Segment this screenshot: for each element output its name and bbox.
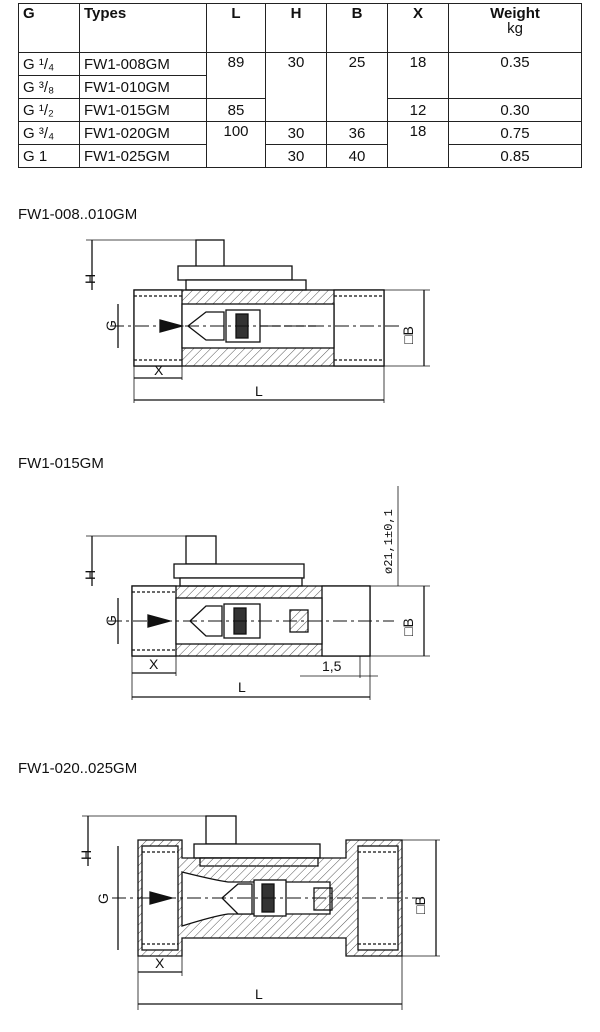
cell-x: 12 [387, 98, 449, 122]
cell-b: 40 [326, 144, 388, 168]
drawing-fw1-015gm: H G X L 1,5 □B ø21,1±0,1 [82, 486, 430, 700]
cell-b: 25 [326, 52, 388, 122]
drawing-fw1-008-010gm: H G X L □B [82, 239, 430, 403]
cell-type: FW1-010GM [79, 75, 207, 99]
header-g: G [18, 3, 80, 53]
dimension-label-x: X [155, 955, 165, 971]
dimension-label-l: L [255, 986, 263, 1002]
cell-weight: 0.85 [448, 144, 582, 168]
table-row: G ¹/₂ FW1-015GM 85 12 0.30 [18, 98, 582, 122]
dimension-label-step: 1,5 [322, 658, 342, 674]
cell-x: 18 [387, 121, 449, 168]
header-b: B [326, 3, 388, 53]
dimension-label-h: H [82, 274, 98, 284]
table-row: G ¹/₄ FW1-008GM 89 30 25 18 0.35 [18, 52, 582, 122]
dimension-label-diameter: ø21,1±0,1 [382, 509, 396, 574]
drawing-fw1-020-025gm: H G X L □B [78, 815, 440, 1010]
dimension-label-x: X [149, 656, 159, 672]
header-weight: Weight kg [448, 3, 582, 53]
header-weight-label: Weight [490, 5, 540, 22]
cell-l: 100 [206, 121, 266, 168]
dimension-label-l: L [238, 679, 246, 695]
table-header-row: G Types L H B X Weight kg [18, 3, 582, 53]
cell-g: G 1 [18, 144, 80, 168]
cell-type: FW1-008GM [79, 52, 207, 76]
dimension-label-g: G [95, 893, 111, 904]
header-h: H [265, 3, 327, 53]
cell-weight: 0.75 [448, 121, 582, 145]
table-row: G 1 FW1-025GM 30 40 0.85 [18, 144, 582, 168]
cell-type: FW1-020GM [79, 121, 207, 145]
dimension-label-l: L [255, 383, 263, 399]
table-row: G ³/₄ FW1-020GM 100 30 36 18 0.75 [18, 121, 582, 168]
dimension-label-b: □B [400, 326, 416, 344]
cell-h: 30 [265, 52, 327, 122]
dimension-label-g: G [103, 615, 119, 626]
cell-h: 30 [265, 144, 327, 168]
cell-g: G ¹/₂ [18, 98, 80, 122]
dimension-label-g: G [103, 320, 119, 331]
cell-weight: 0.35 [448, 52, 582, 99]
dimension-label-x: X [154, 362, 164, 378]
dimensions-table: G Types L H B X Weight kg G ¹/₄ FW1-008G… [18, 3, 582, 168]
cell-l: 85 [206, 98, 266, 122]
cell-type: FW1-025GM [79, 144, 207, 168]
cell-x: 18 [387, 52, 449, 99]
dimension-label-b: □B [400, 618, 416, 636]
dimension-label-h: H [82, 570, 98, 580]
header-l: L [206, 3, 266, 53]
cell-g: G ³/₈ [18, 75, 80, 99]
cell-b: 36 [326, 121, 388, 145]
drawing-caption: FW1-015GM [18, 455, 104, 472]
cell-weight: 0.30 [448, 98, 582, 122]
dimension-label-b: □B [412, 896, 428, 914]
header-weight-unit: kg [507, 20, 523, 37]
header-types: Types [79, 3, 207, 53]
drawing-caption: FW1-008..010GM [18, 206, 138, 223]
cell-g: G ¹/₄ [18, 52, 80, 76]
cell-h: 30 [265, 121, 327, 145]
drawing-caption: FW1-020..025GM [18, 760, 138, 777]
table-row: G ³/₈ FW1-010GM [18, 75, 582, 99]
cell-type: FW1-015GM [79, 98, 207, 122]
header-x: X [387, 3, 449, 53]
dimension-label-h: H [78, 850, 94, 860]
cell-g: G ³/₄ [18, 121, 80, 145]
cell-l: 89 [206, 52, 266, 99]
